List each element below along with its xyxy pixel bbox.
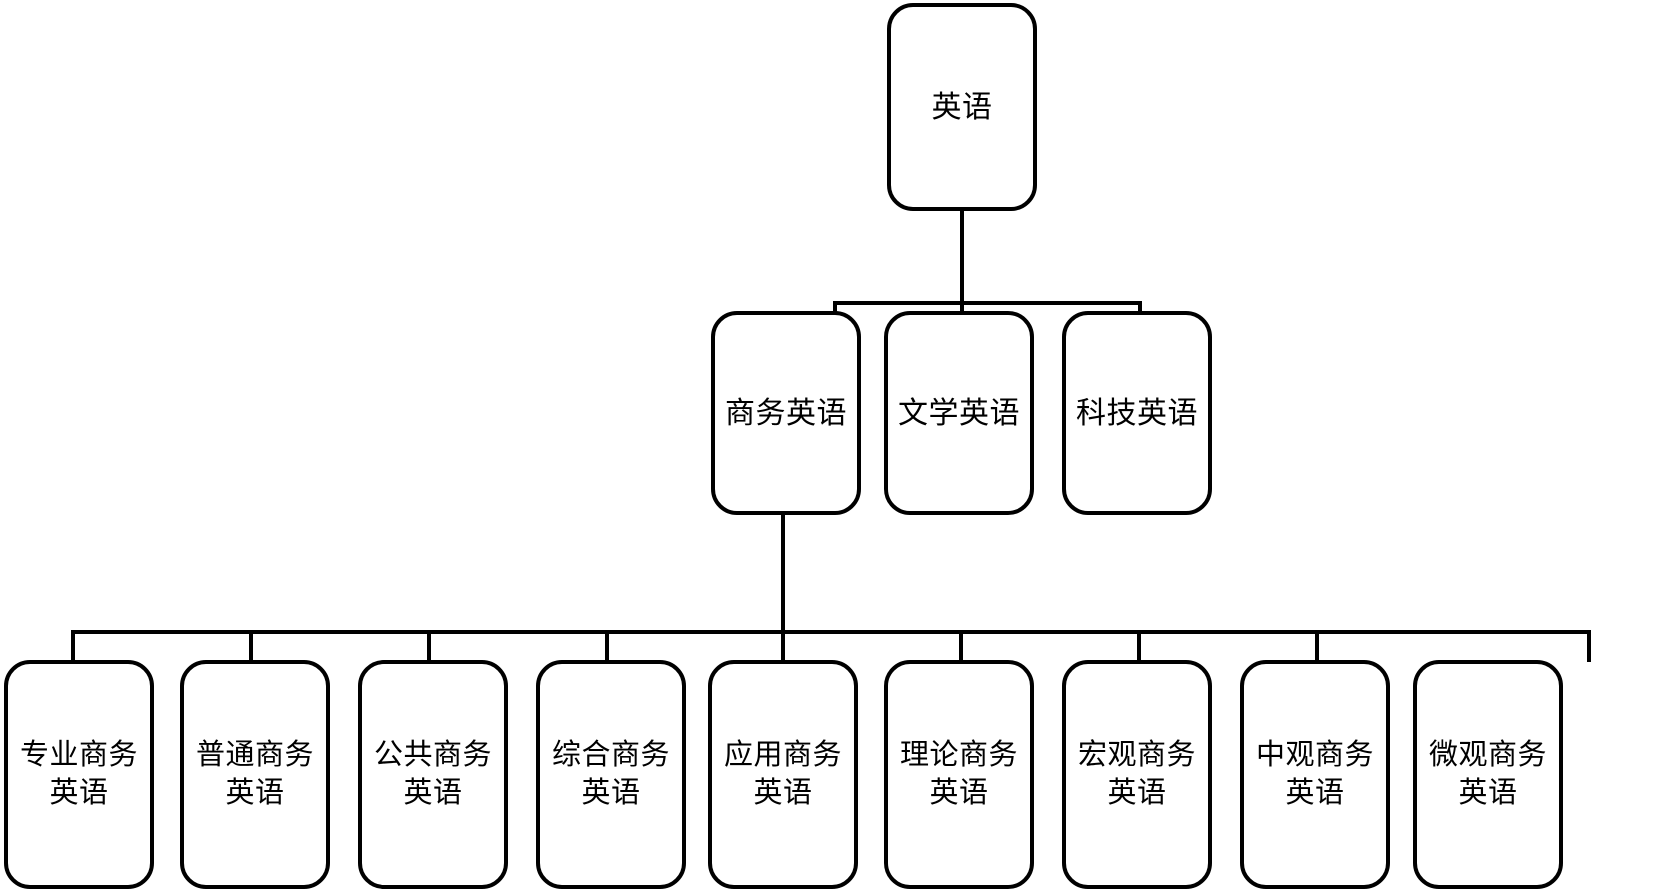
node-micro-business-english[interactable]: 微观商务 英语 — [1413, 660, 1563, 889]
node-label: 公共商务 英语 — [373, 738, 492, 809]
node-label: 普通商务 英语 — [195, 738, 314, 809]
node-tech-english[interactable]: 科技英语 — [1062, 311, 1212, 515]
edge-to-leaf-3 — [427, 630, 431, 662]
edge-to-leaf-4 — [605, 630, 609, 662]
edge-to-leaf-2 — [249, 630, 253, 662]
node-label: 宏观商务 英语 — [1077, 738, 1196, 809]
node-label: 理论商务 英语 — [899, 738, 1018, 809]
edge-to-leaf-5 — [781, 630, 785, 662]
node-public-business-english[interactable]: 公共商务 英语 — [358, 660, 508, 889]
node-business-english[interactable]: 商务英语 — [711, 311, 861, 515]
node-label: 商务英语 — [725, 396, 847, 430]
node-label: 文学英语 — [898, 396, 1020, 430]
node-comprehensive-business-english[interactable]: 综合商务 英语 — [536, 660, 686, 889]
edge-to-leaf-1 — [71, 630, 75, 662]
edge-to-leaf-6 — [959, 630, 963, 662]
edge-to-tech-english — [1138, 301, 1142, 315]
node-theoretical-business-english[interactable]: 理论商务 英语 — [884, 660, 1034, 889]
edge-root-stem — [960, 208, 964, 304]
node-label: 综合商务 英语 — [551, 738, 670, 809]
edge-to-literary-english — [960, 301, 964, 315]
edge-to-leaf-8 — [1315, 630, 1319, 662]
node-label: 应用商务 英语 — [723, 738, 842, 809]
node-label: 专业商务 英语 — [19, 738, 138, 809]
node-macro-business-english[interactable]: 宏观商务 英语 — [1062, 660, 1212, 889]
edge-to-business-english — [833, 301, 837, 315]
edge-level1-bus — [833, 301, 1142, 305]
node-label: 科技英语 — [1076, 396, 1198, 430]
node-meso-business-english[interactable]: 中观商务 英语 — [1240, 660, 1390, 889]
edge-to-leaf-9 — [1587, 630, 1591, 662]
edge-level2-bus — [71, 630, 1591, 634]
node-label: 中观商务 英语 — [1255, 738, 1374, 809]
node-label: 英语 — [931, 90, 993, 124]
node-professional-business-english[interactable]: 专业商务 英语 — [4, 660, 154, 889]
edge-business-stem — [781, 512, 785, 634]
node-literary-english[interactable]: 文学英语 — [884, 311, 1034, 515]
node-english-root[interactable]: 英语 — [887, 3, 1037, 211]
node-general-business-english[interactable]: 普通商务 英语 — [180, 660, 330, 889]
edge-to-leaf-7 — [1137, 630, 1141, 662]
node-label: 微观商务 英语 — [1428, 738, 1547, 809]
node-applied-business-english[interactable]: 应用商务 英语 — [708, 660, 858, 889]
